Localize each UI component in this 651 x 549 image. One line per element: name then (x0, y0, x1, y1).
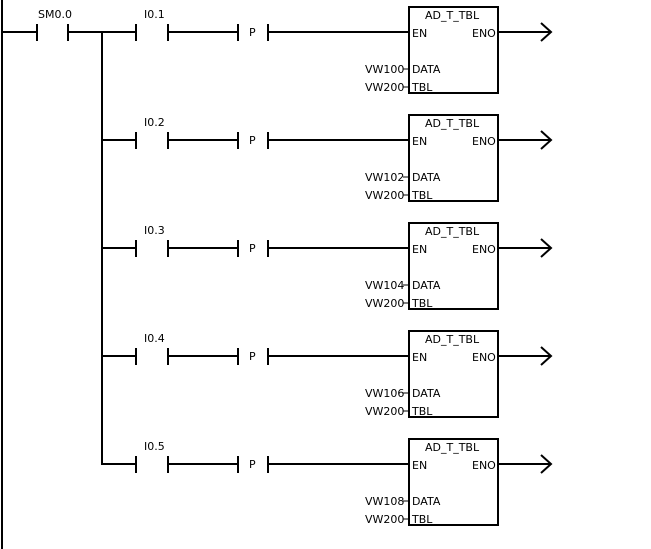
tbl-pin: TBL (411, 81, 433, 94)
contact-label: I0.4 (144, 332, 165, 345)
contact-label: I0.3 (144, 224, 165, 237)
en-pin: EN (412, 27, 427, 40)
tbl-operand: VW200 (365, 189, 404, 202)
edge-label: P (249, 458, 256, 471)
data-operand: VW104 (365, 279, 404, 292)
en-pin: EN (412, 459, 427, 472)
data-operand: VW100 (365, 63, 404, 76)
positive-transition-contact[interactable]: P (237, 132, 269, 149)
contact-I0.3[interactable]: I0.3 (135, 224, 169, 257)
eno-pin: ENO (472, 135, 496, 148)
data-pin: DATA (412, 387, 441, 400)
edge-label: P (249, 26, 256, 39)
tbl-operand: VW200 (365, 513, 404, 526)
tbl-operand: VW200 (365, 297, 404, 310)
contact-label: I0.5 (144, 440, 165, 453)
eno-pin: ENO (472, 459, 496, 472)
block-title: AD_T_TBL (425, 9, 480, 22)
edge-label: P (249, 134, 256, 147)
positive-transition-contact[interactable]: P (237, 456, 269, 473)
output-arrow-icon (540, 346, 553, 366)
edge-label: P (249, 350, 256, 363)
block-title: AD_T_TBL (425, 117, 480, 130)
ad-t-tbl-block[interactable]: AD_T_TBL EN ENO DATA TBL (408, 222, 499, 310)
en-pin: EN (412, 135, 427, 148)
ad-t-tbl-block[interactable]: AD_T_TBL EN ENO DATA TBL (408, 438, 499, 526)
edge-label: P (249, 242, 256, 255)
eno-pin: ENO (472, 27, 496, 40)
main-contact-label: SM0.0 (38, 8, 72, 21)
data-operand: VW102 (365, 171, 404, 184)
contact-I0.5[interactable]: I0.5 (135, 440, 169, 473)
output-arrow-icon (540, 130, 553, 150)
output-arrow-icon (540, 238, 553, 258)
data-operand: VW106 (365, 387, 404, 400)
positive-transition-contact[interactable]: P (237, 24, 269, 41)
eno-pin: ENO (472, 351, 496, 364)
eno-pin: ENO (472, 243, 496, 256)
ad-t-tbl-block[interactable]: AD_T_TBL EN ENO DATA TBL (408, 6, 499, 94)
contact-I0.4[interactable]: I0.4 (135, 332, 169, 365)
main-contact[interactable]: SM0.0 (2, 8, 102, 41)
output-arrow-icon (540, 22, 553, 42)
data-pin: DATA (412, 171, 441, 184)
tbl-pin: TBL (411, 513, 433, 526)
contact-label: I0.2 (144, 116, 165, 129)
tbl-pin: TBL (411, 189, 433, 202)
contact-I0.1[interactable]: I0.1 (135, 8, 169, 41)
en-pin: EN (412, 351, 427, 364)
data-pin: DATA (412, 495, 441, 508)
data-operand: VW108 (365, 495, 404, 508)
positive-transition-contact[interactable]: P (237, 348, 269, 365)
block-title: AD_T_TBL (425, 333, 480, 346)
output-arrow-icon (540, 454, 553, 474)
tbl-pin: TBL (411, 405, 433, 418)
ad-t-tbl-block[interactable]: AD_T_TBL EN ENO DATA TBL (408, 114, 499, 202)
positive-transition-contact[interactable]: P (237, 240, 269, 257)
tbl-pin: TBL (411, 297, 433, 310)
data-pin: DATA (412, 279, 441, 292)
tbl-operand: VW200 (365, 405, 404, 418)
ad-t-tbl-block[interactable]: AD_T_TBL EN ENO DATA TBL (408, 330, 499, 418)
block-title: AD_T_TBL (425, 225, 480, 238)
contact-I0.2[interactable]: I0.2 (135, 116, 169, 149)
tbl-operand: VW200 (365, 81, 404, 94)
en-pin: EN (412, 243, 427, 256)
contact-label: I0.1 (144, 8, 165, 21)
data-pin: DATA (412, 63, 441, 76)
block-title: AD_T_TBL (425, 441, 480, 454)
